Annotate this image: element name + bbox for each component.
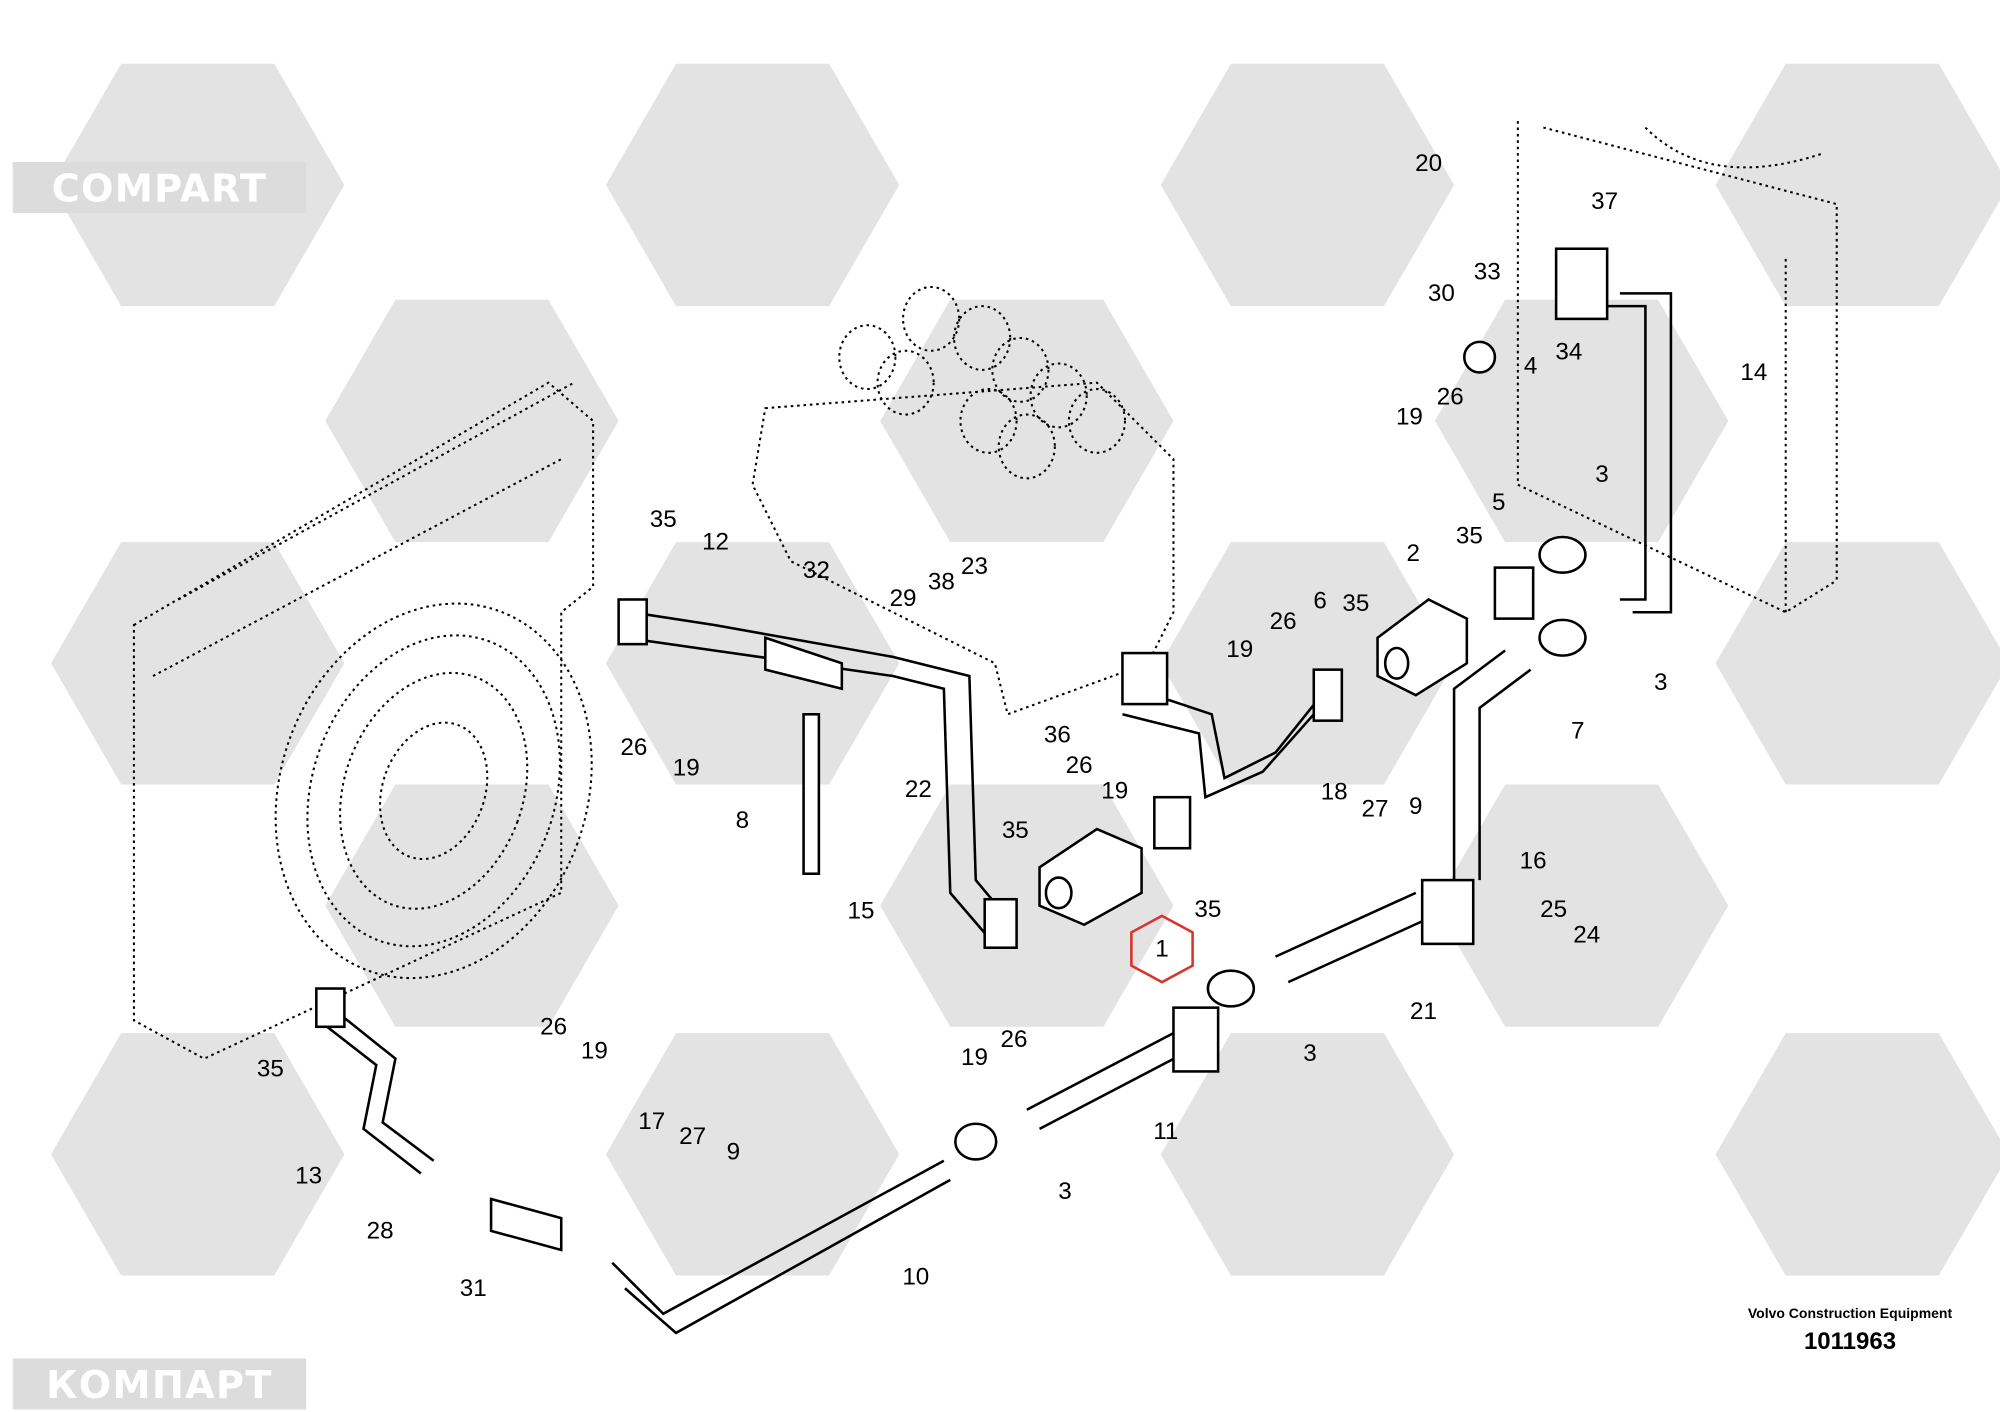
callout-14: 14 xyxy=(1740,359,1767,386)
watermark-band xyxy=(12,1358,307,1410)
callout-11: 11 xyxy=(1153,1118,1178,1145)
watermark-hexagon xyxy=(1160,1033,1455,1276)
callout-19: 19 xyxy=(673,755,700,782)
callout-26: 26 xyxy=(540,1013,567,1040)
watermark-hexagon xyxy=(1715,63,2000,307)
manufacturer-label: Volvo Construction Equipment xyxy=(1747,1305,1953,1321)
callout-2: 2 xyxy=(1407,540,1420,567)
callout-35: 35 xyxy=(650,506,677,533)
watermark-hexagon xyxy=(51,1033,345,1276)
callout-19: 19 xyxy=(581,1038,608,1065)
watermark-hexagon xyxy=(1715,542,2000,785)
callout-37: 37 xyxy=(1591,188,1618,215)
callout-9: 9 xyxy=(727,1138,740,1165)
callout-28: 28 xyxy=(367,1218,394,1245)
watermark-hexagon xyxy=(605,1033,900,1276)
callout-3: 3 xyxy=(1595,461,1608,488)
callout-8: 8 xyxy=(736,807,749,834)
callout-35: 35 xyxy=(1456,522,1483,549)
callout-12: 12 xyxy=(702,529,729,556)
callout-35: 35 xyxy=(1194,896,1221,923)
callout-19: 19 xyxy=(961,1044,988,1071)
watermark-hexagon xyxy=(1160,63,1455,307)
callout-24: 24 xyxy=(1573,922,1600,949)
callout-27: 27 xyxy=(1362,795,1389,822)
radiator-assembly xyxy=(132,381,595,1060)
callout-1: 1 xyxy=(1155,936,1168,963)
watermark-hexagon xyxy=(325,784,619,1027)
callout-34: 34 xyxy=(1555,339,1582,366)
callout-26: 26 xyxy=(1437,383,1464,410)
callout-27: 27 xyxy=(679,1123,706,1150)
callout-15: 15 xyxy=(847,897,874,924)
callout-7: 7 xyxy=(1571,718,1584,745)
pipes xyxy=(318,292,1673,1335)
callout-35: 35 xyxy=(1342,590,1369,617)
frame-outline xyxy=(1516,121,1838,614)
callout-13: 13 xyxy=(295,1163,322,1190)
watermark-band xyxy=(12,161,307,214)
callout-18: 18 xyxy=(1321,779,1348,806)
callout-35: 35 xyxy=(257,1056,284,1083)
callout-23: 23 xyxy=(961,553,988,580)
title-block: Volvo Construction Equipment 1011963 xyxy=(1740,1305,1960,1356)
callout-5: 5 xyxy=(1492,489,1505,516)
watermark-text: КОМПАРТ xyxy=(46,1363,273,1408)
callout-26: 26 xyxy=(1270,608,1297,635)
callout-4: 4 xyxy=(1524,353,1537,380)
components xyxy=(315,247,1609,1252)
watermark-hexagon xyxy=(880,299,1174,543)
callout-22: 22 xyxy=(905,776,932,803)
watermark-hexagon xyxy=(605,63,900,307)
callout-3: 3 xyxy=(1058,1178,1071,1205)
callout-19: 19 xyxy=(1226,636,1253,663)
callout-26: 26 xyxy=(1066,752,1093,779)
callout-19: 19 xyxy=(1101,777,1128,804)
callout-19: 19 xyxy=(1396,404,1423,431)
callout-33: 33 xyxy=(1474,258,1501,285)
callout-6: 6 xyxy=(1313,587,1326,614)
callout-20: 20 xyxy=(1415,150,1442,177)
watermark-hexagon xyxy=(1715,1033,2000,1276)
watermark-text: COMPART xyxy=(52,167,268,212)
drawing-number: 1011963 xyxy=(1803,1328,1897,1355)
callout-3: 3 xyxy=(1654,669,1667,696)
callout-21: 21 xyxy=(1410,998,1437,1025)
callout-16: 16 xyxy=(1520,848,1547,875)
callout-26: 26 xyxy=(620,734,647,761)
watermark-hexagon xyxy=(1434,784,1729,1027)
watermark-hexagon xyxy=(605,542,900,785)
callout-35: 35 xyxy=(1002,817,1029,844)
watermark-hexagon xyxy=(51,542,345,785)
callout-36: 36 xyxy=(1044,721,1071,748)
highlight-hexagon xyxy=(1130,914,1194,984)
callout-10: 10 xyxy=(902,1263,929,1290)
watermark-hexagon xyxy=(1434,299,1729,543)
watermark-hexagon xyxy=(1160,542,1455,785)
callout-30: 30 xyxy=(1428,280,1455,307)
callout-38: 38 xyxy=(928,568,955,595)
control-valve-block xyxy=(751,285,1175,716)
callout-31: 31 xyxy=(460,1275,487,1302)
callout-29: 29 xyxy=(890,585,917,612)
watermark-hexagon xyxy=(325,299,619,543)
callout-32: 32 xyxy=(803,557,830,584)
callout-26: 26 xyxy=(1001,1026,1028,1053)
callout-17: 17 xyxy=(638,1108,665,1135)
part-2-block xyxy=(1376,598,1469,697)
callout-3: 3 xyxy=(1303,1040,1316,1067)
callout-9: 9 xyxy=(1409,793,1422,820)
callout-25: 25 xyxy=(1540,896,1567,923)
